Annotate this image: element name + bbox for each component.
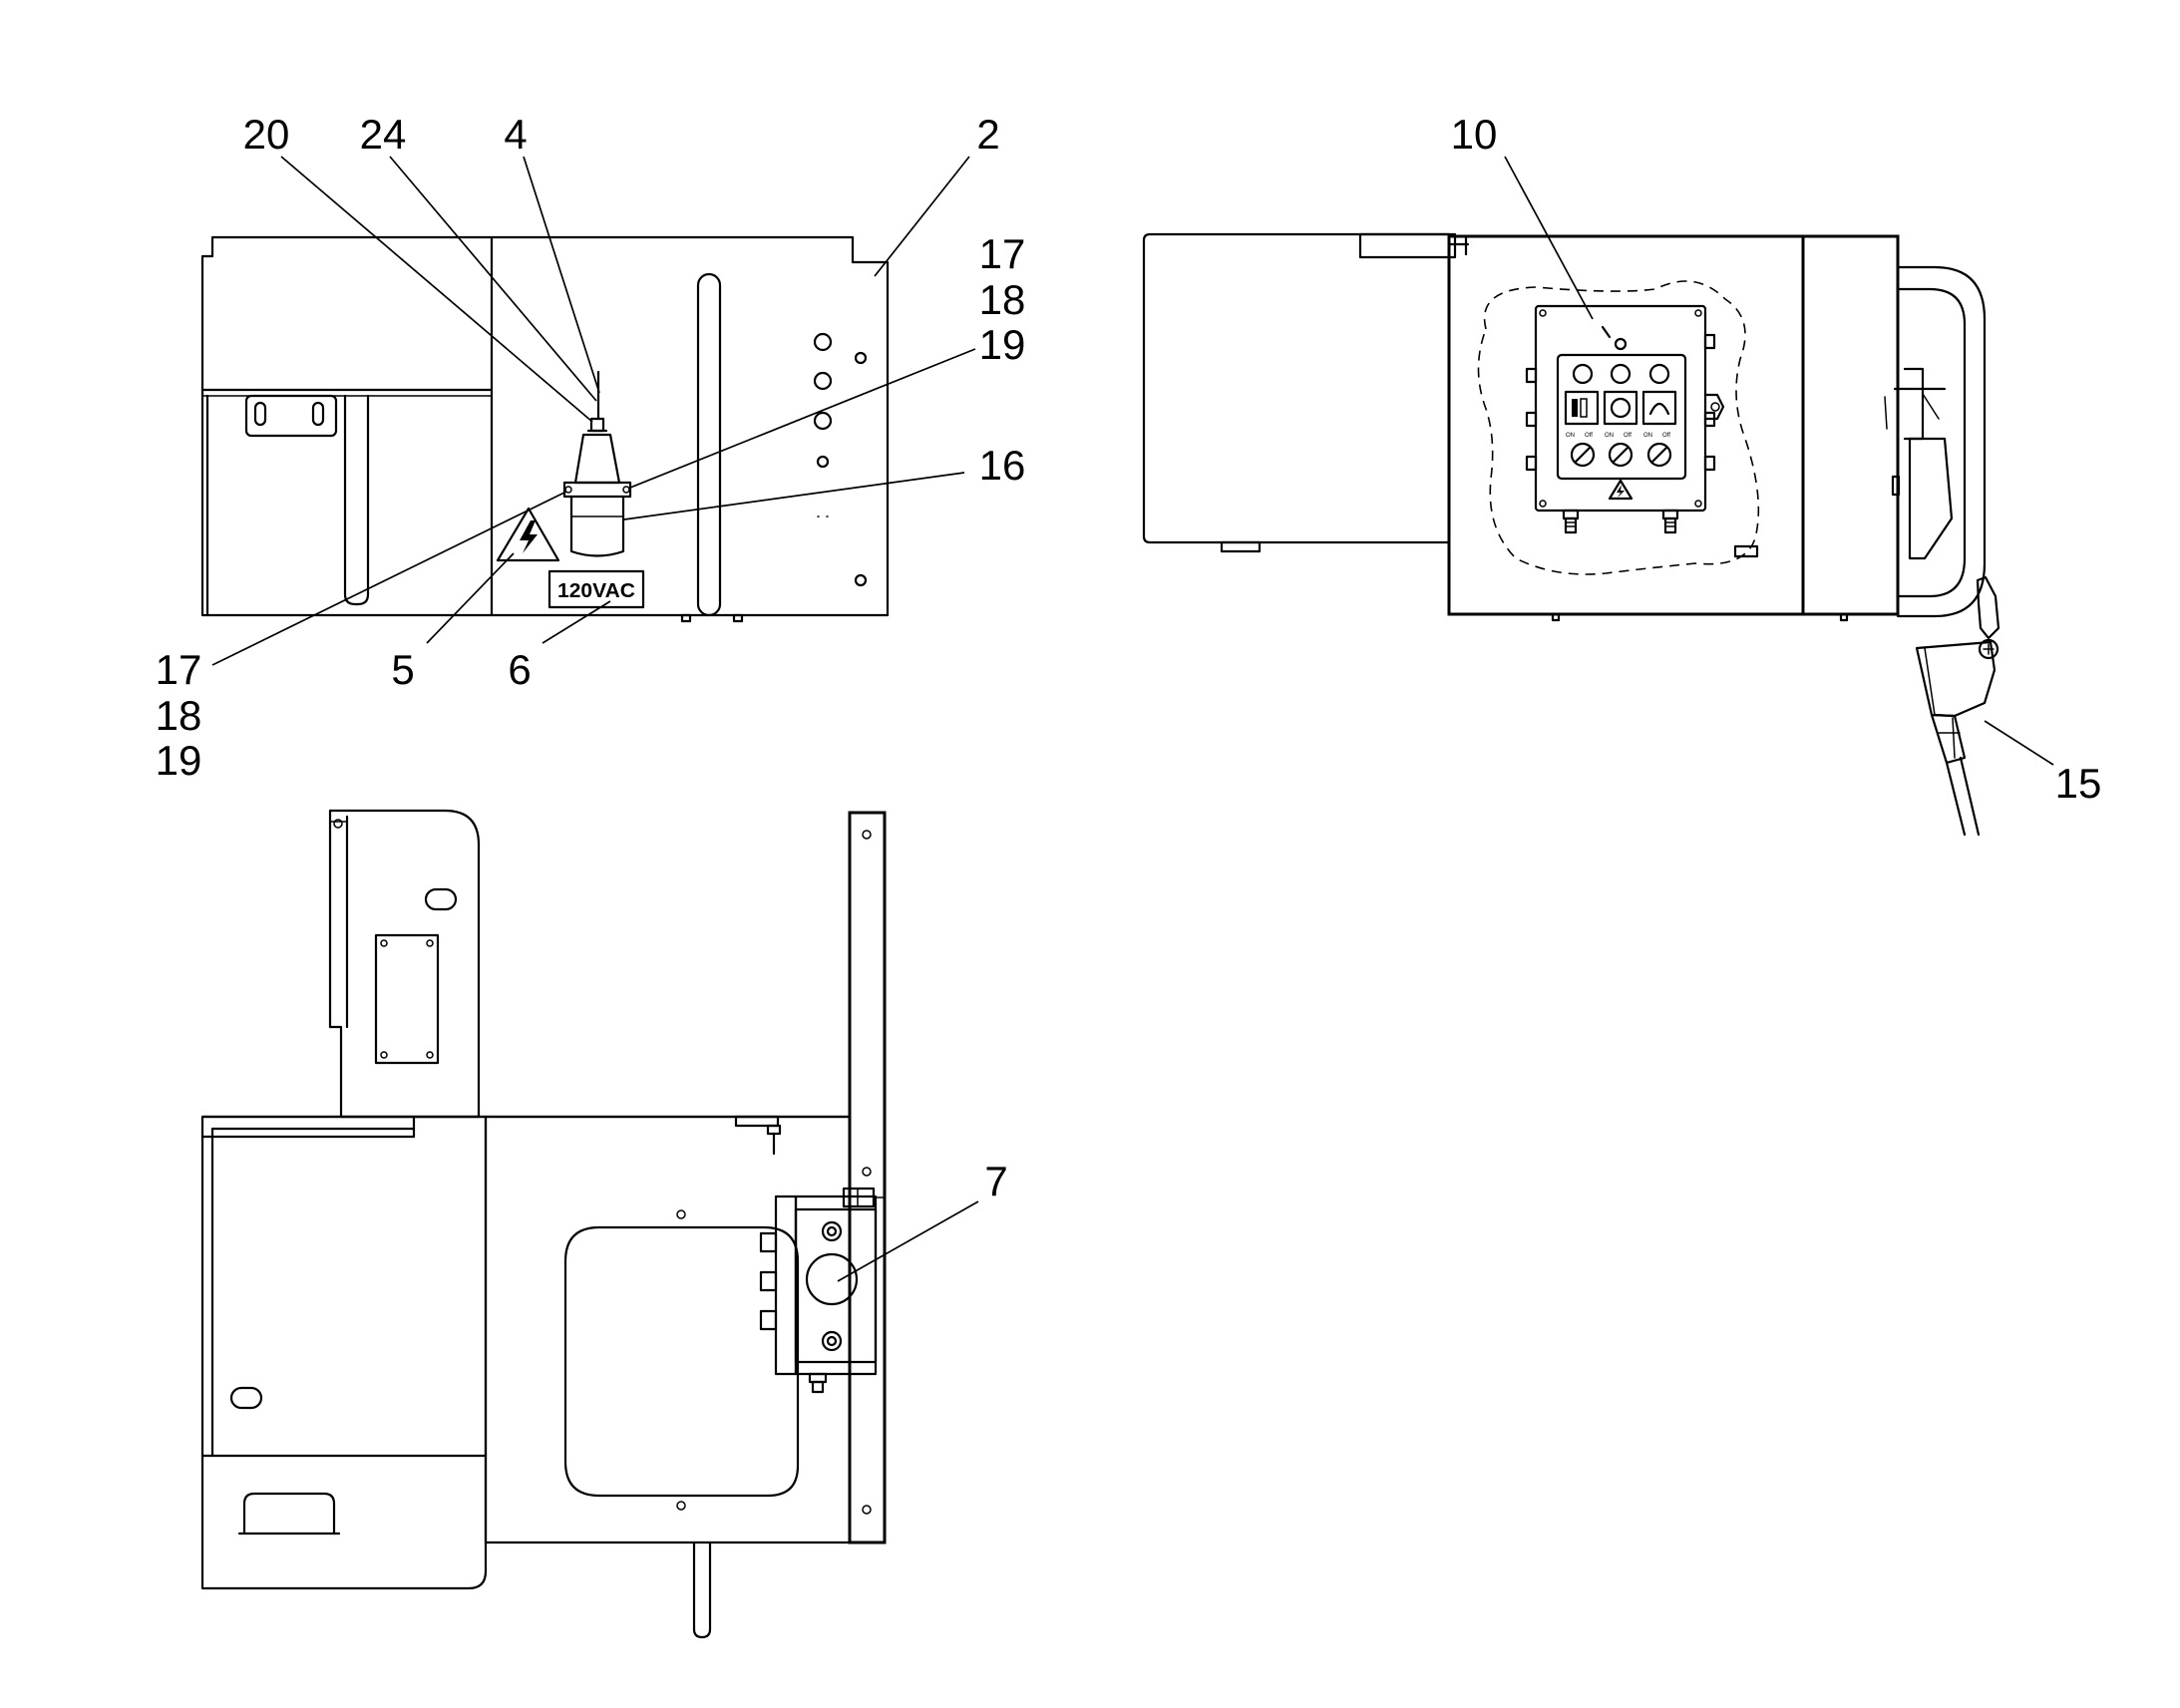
callout-5: 5	[391, 646, 414, 693]
callout-numbers: 20 24 4 2 17 18 19 16 17 18 19 5 6 10 15…	[156, 111, 2102, 1204]
voltage-label: 120VAC	[557, 580, 635, 602]
callout-24: 24	[360, 111, 407, 158]
callout-2: 2	[976, 111, 999, 158]
callout-15: 15	[2055, 760, 2102, 807]
callout-18-upper: 18	[979, 276, 1026, 323]
callout-19-lower: 19	[156, 737, 202, 784]
leader-lines	[211, 156, 2054, 1282]
high-voltage-warning-icon	[496, 507, 560, 562]
power-connector	[562, 370, 632, 557]
lightning-bolt-icon	[1608, 479, 1634, 501]
valve-manifold	[759, 1187, 885, 1394]
switch-2-on: ON	[1605, 433, 1614, 439]
callout-6: 6	[508, 646, 531, 693]
callout-10: 10	[1451, 111, 1498, 158]
callout-16: 16	[979, 442, 1026, 489]
callout-18-lower: 18	[156, 692, 202, 739]
callout-17-lower: 17	[156, 646, 202, 693]
callout-20: 20	[243, 111, 290, 158]
switch-1-off: Off	[1585, 433, 1593, 439]
control-box: ON Off ON Off ON Off	[1525, 304, 1725, 534]
switch-1-on: ON	[1566, 433, 1575, 439]
side-view: ON Off ON Off ON Off	[1142, 232, 2000, 837]
front-view: 120VAC	[200, 235, 890, 623]
callout-7: 7	[984, 1158, 1007, 1204]
switch-3-on: ON	[1643, 433, 1652, 439]
callout-4: 4	[504, 111, 527, 158]
switch-2-off: Off	[1624, 433, 1632, 439]
callout-19-upper: 19	[979, 321, 1026, 368]
plug-cord	[1915, 575, 2000, 837]
top-view	[200, 809, 887, 1639]
callout-17-upper: 17	[979, 230, 1026, 277]
switch-3-off: Off	[1662, 433, 1670, 439]
